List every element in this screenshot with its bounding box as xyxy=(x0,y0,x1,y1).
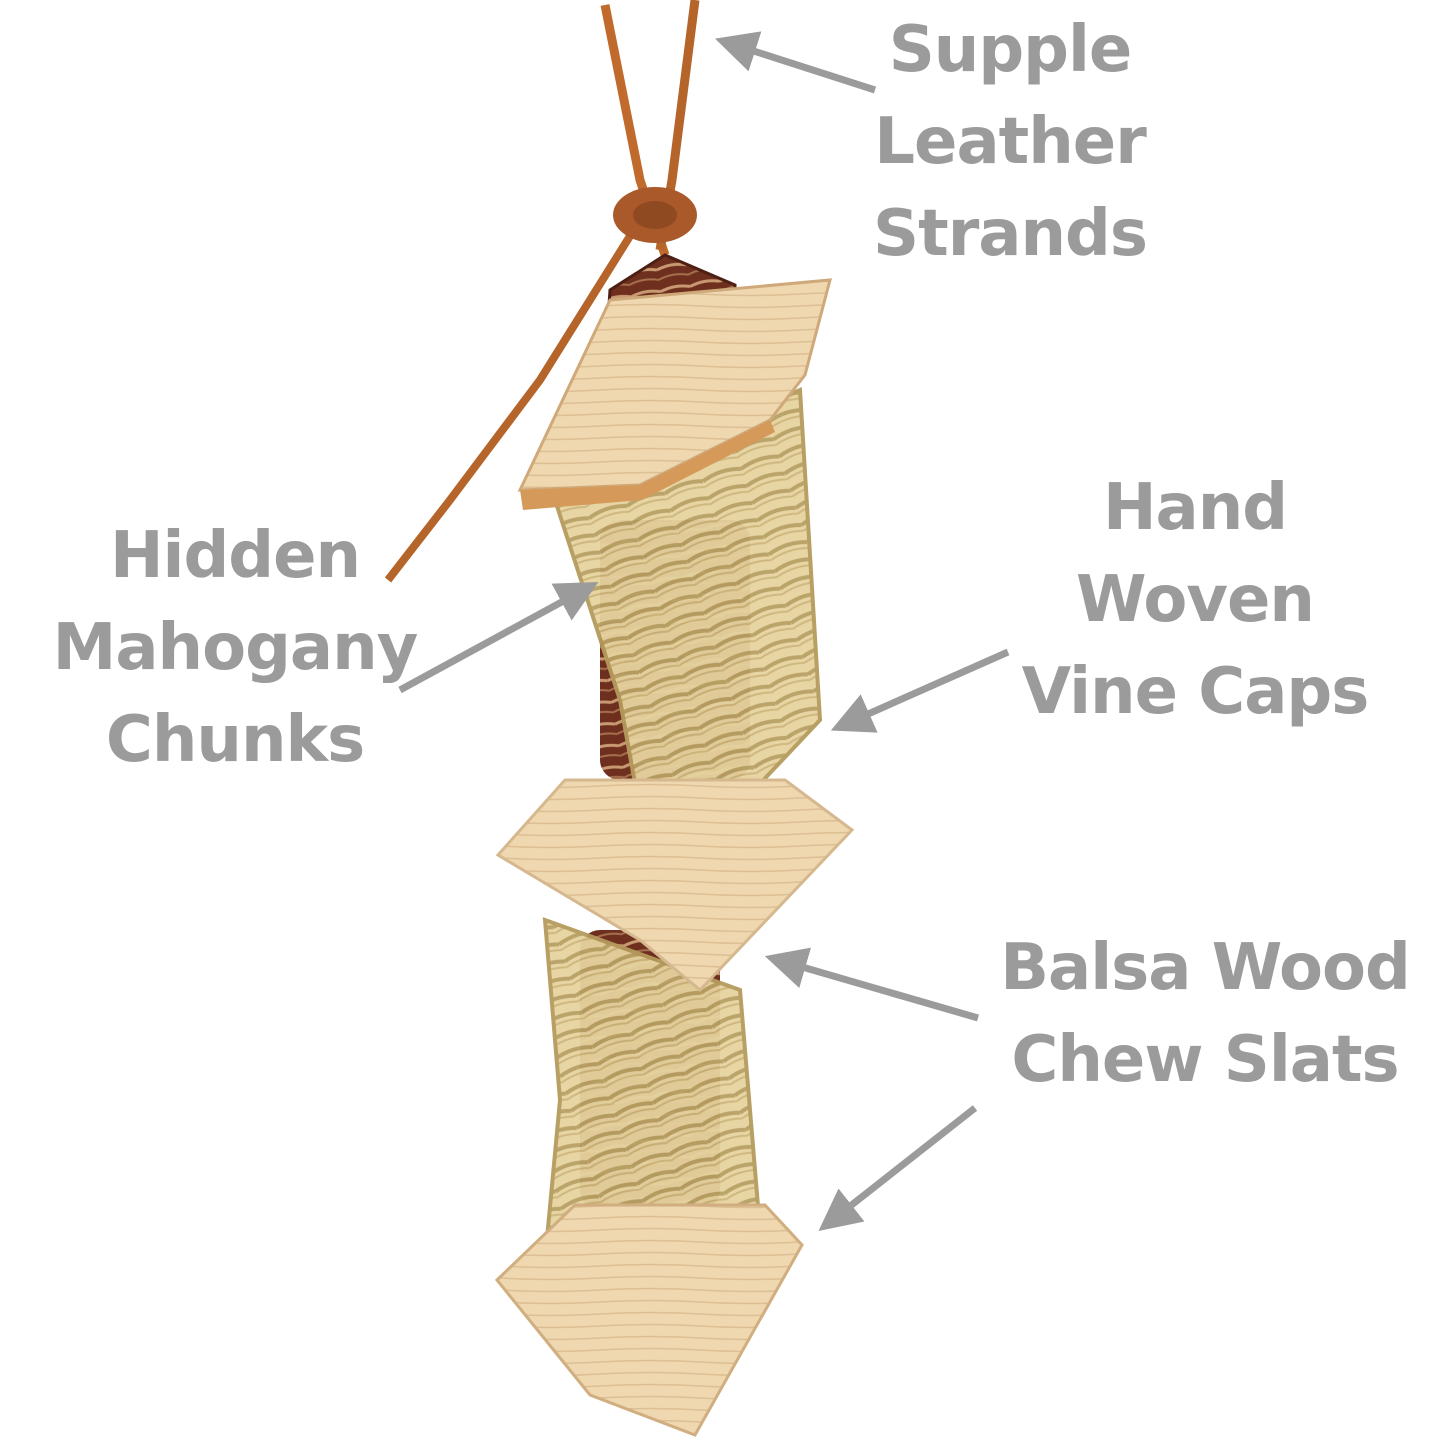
arrow-leather xyxy=(715,31,877,94)
leather-strand-tail xyxy=(384,217,644,583)
arrow-mahogany xyxy=(398,581,599,694)
label-line: Leather xyxy=(874,105,1147,179)
balsa-slat-bottom xyxy=(494,1203,804,1437)
leather-strands xyxy=(384,0,700,583)
label-balsa-wood-chew-slats: Balsa Wood Chew Slats xyxy=(985,922,1425,1106)
label-line: Balsa Wood xyxy=(1000,931,1411,1005)
balsa-slat-top xyxy=(517,278,832,510)
label-line: Hand xyxy=(1102,471,1288,545)
label-line: Mahogany xyxy=(52,611,419,685)
annotation-arrows xyxy=(398,31,1010,1231)
label-line: Woven xyxy=(1076,563,1315,637)
label-line: Hidden xyxy=(109,519,361,593)
label-supple-leather-strands: Supple Leather Strands xyxy=(860,4,1160,280)
label-hidden-mahogany-chunks: Hidden Mahogany Chunks xyxy=(20,510,450,786)
label-line: Supple xyxy=(888,13,1133,87)
arrow-balsa-middle xyxy=(764,947,979,1022)
label-line: Vine Caps xyxy=(1021,655,1370,729)
arrow-balsa-bottom xyxy=(818,1105,978,1231)
label-hand-woven-vine-caps: Hand Woven Vine Caps xyxy=(1010,462,1380,738)
label-line: Chew Slats xyxy=(1011,1023,1399,1097)
label-line: Chunks xyxy=(105,703,365,777)
arrow-vine xyxy=(830,648,1010,733)
balsa-slat-middle xyxy=(495,778,855,993)
label-line: Strands xyxy=(873,197,1148,271)
